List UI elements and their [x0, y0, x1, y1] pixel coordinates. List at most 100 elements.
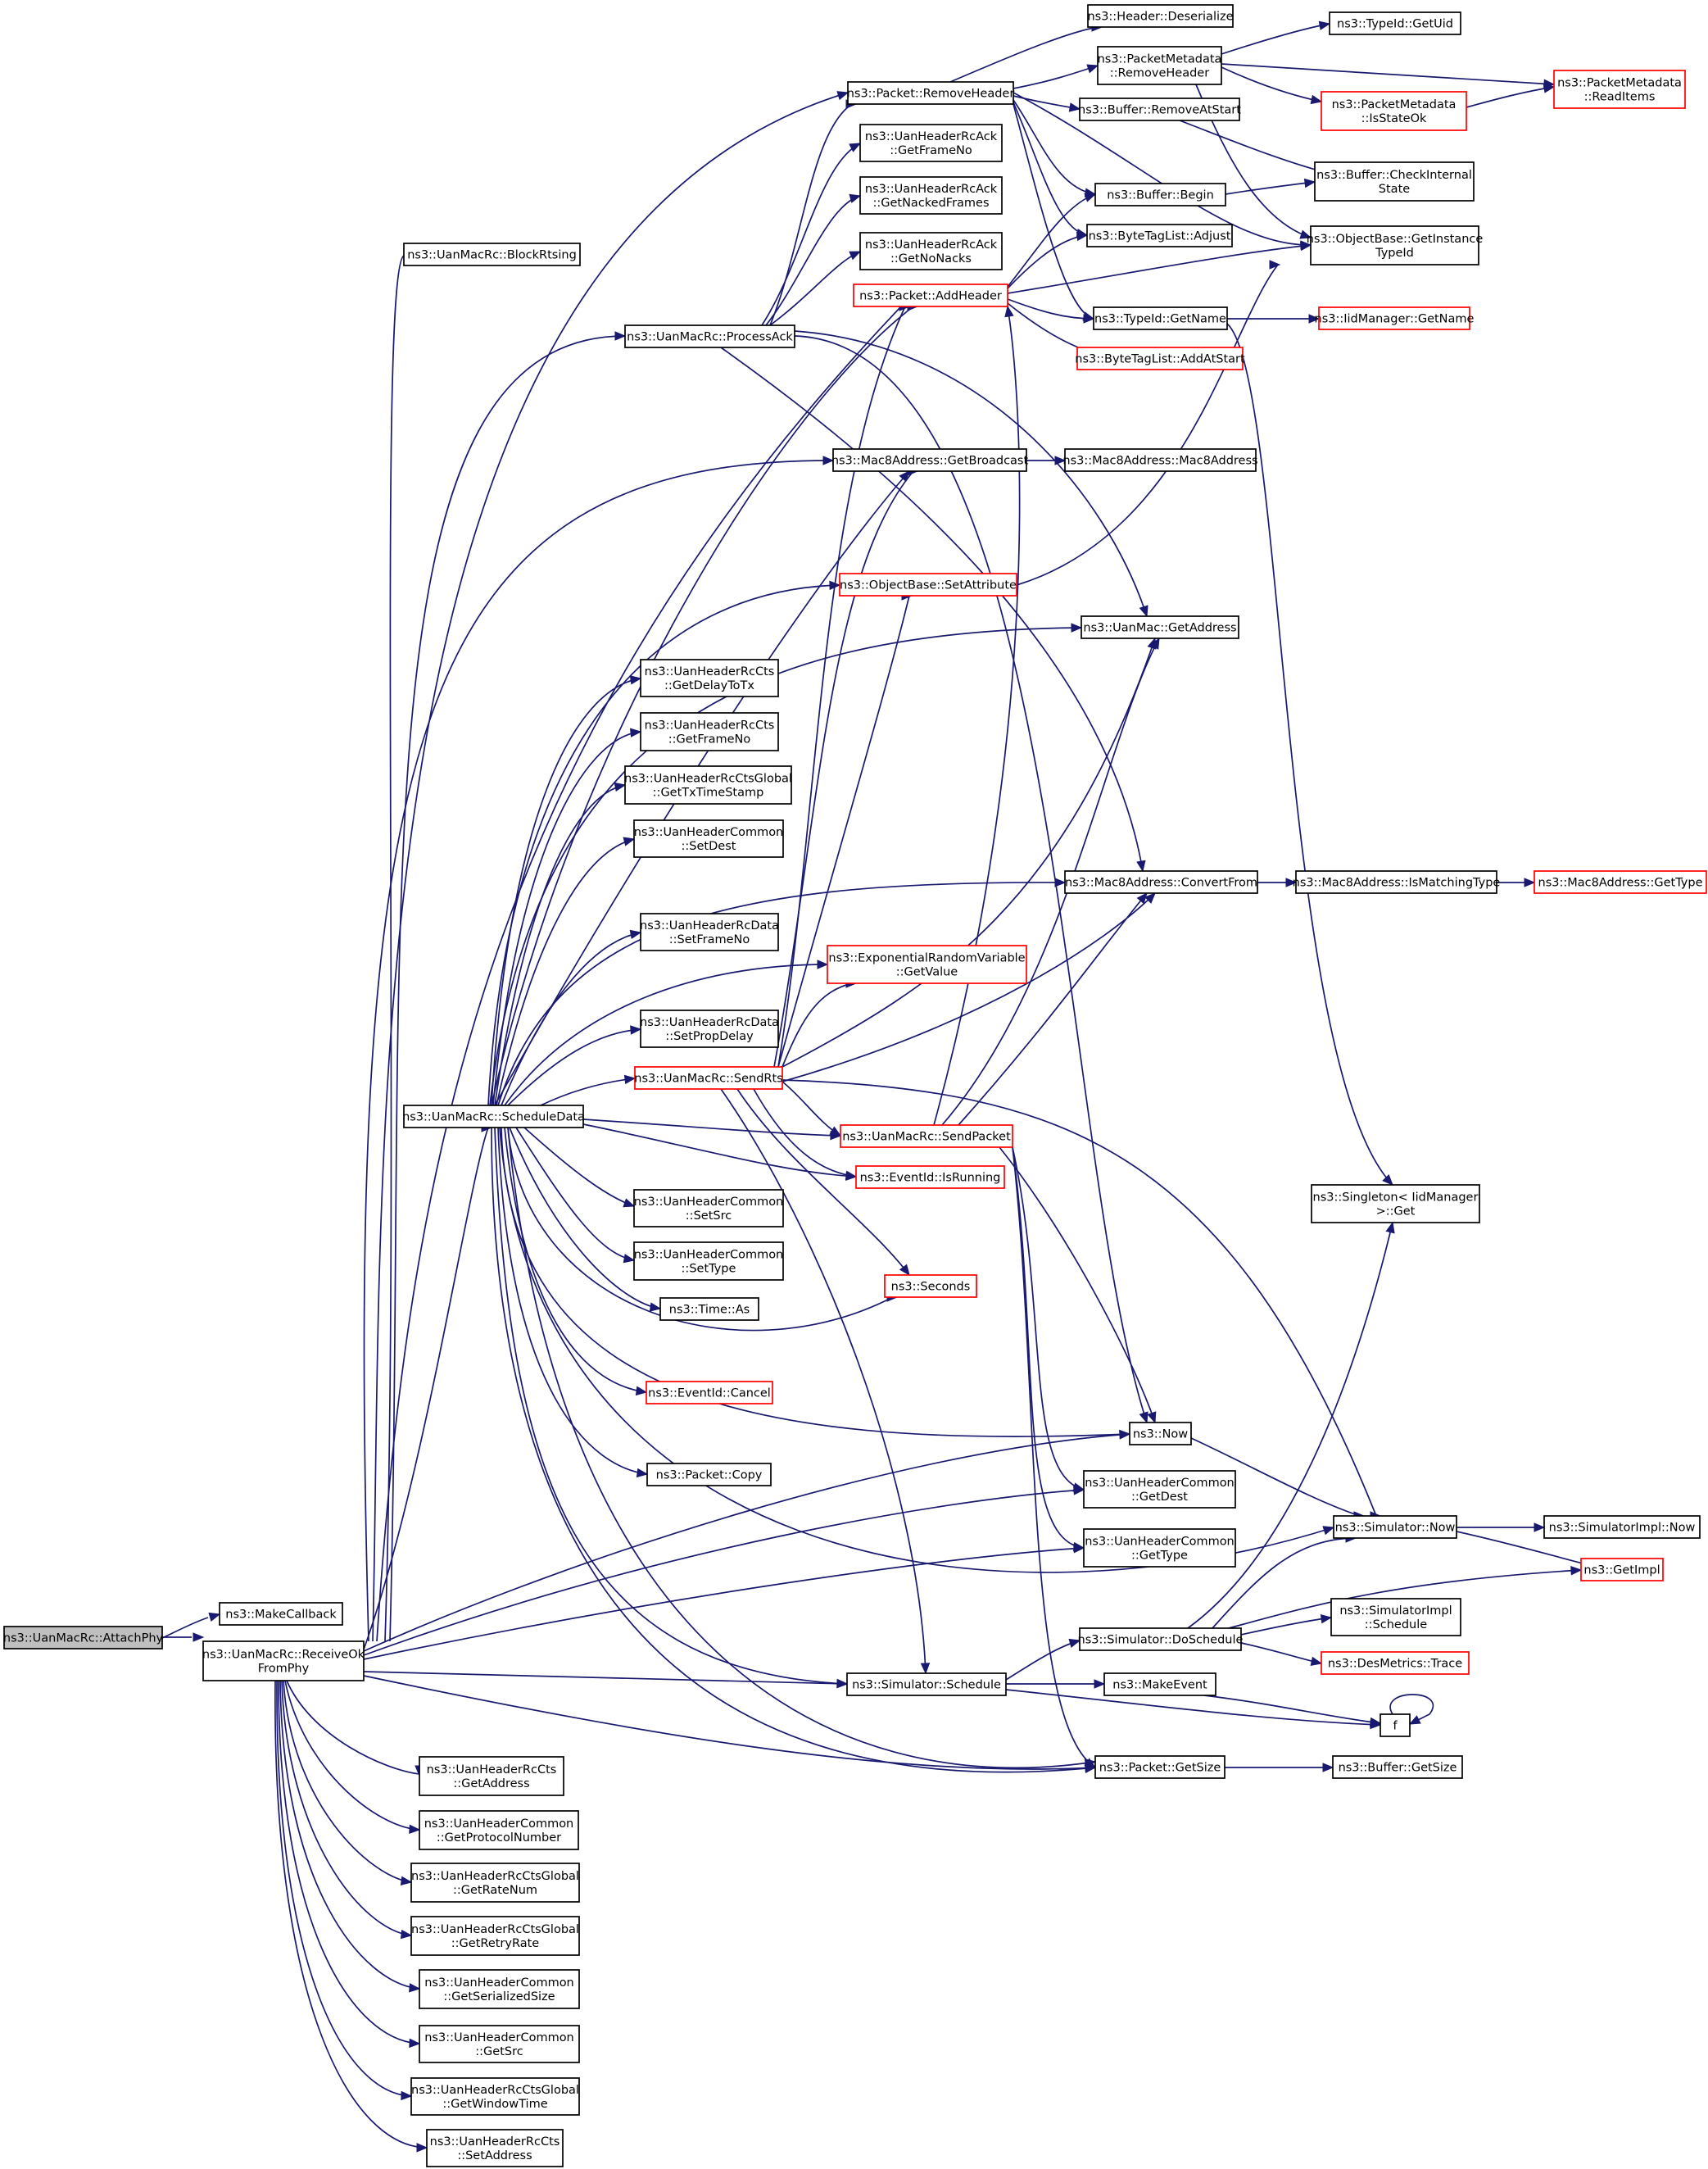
node-pm-read-items[interactable]: ns3::PacketMetadata::ReadItems: [1553, 70, 1686, 109]
arrowhead: [1054, 878, 1067, 887]
node-packet-get-size[interactable]: ns3::Packet::GetSize: [1094, 1755, 1226, 1779]
node-box: [1329, 11, 1461, 35]
edge-schedule_data-to-common_set_src: [523, 1127, 636, 1208]
node-bytetag-adjust[interactable]: ns3::ByteTagList::Adjust: [1086, 224, 1233, 247]
node-block-rtsing[interactable]: ns3::UanMacRc::BlockRtsing: [403, 243, 581, 266]
node-mac8-is-matching-type[interactable]: ns3::Mac8Address::IsMatchingType: [1293, 870, 1501, 894]
arrowhead: [1086, 64, 1099, 74]
node-ack-get-nacked-frames[interactable]: ns3::UanHeaderRcAck::GetNackedFrames: [859, 176, 1003, 215]
node-simulator-schedule[interactable]: ns3::Simulator::Schedule: [846, 1672, 1007, 1696]
arrowhead: [649, 1302, 662, 1312]
node-sim-do-schedule[interactable]: ns3::Simulator::DoSchedule: [1078, 1627, 1244, 1651]
node-cts-get-address[interactable]: ns3::UanHeaderRcCts::GetAddress: [419, 1756, 564, 1796]
node-box: [219, 1602, 343, 1626]
node-get-impl[interactable]: ns3::GetImpl: [1580, 1558, 1664, 1581]
arrowhead: [849, 193, 862, 203]
node-buffer-begin[interactable]: ns3::Buffer::Begin: [1094, 183, 1226, 206]
node-box: [855, 1165, 1005, 1189]
node-send-rts[interactable]: ns3::UanMacRc::SendRts: [634, 1066, 783, 1090]
node-cts-set-address[interactable]: ns3::UanHeaderRcCts::SetAddress: [426, 2129, 564, 2167]
node-attach-phy[interactable]: ns3::UanMacRc::AttachPhy: [3, 1626, 164, 1649]
edge-packet_add_header-to-typeid_get_name: [1007, 298, 1095, 324]
node-common-get-protocol-number[interactable]: ns3::UanHeaderCommon::GetProtocolNumber: [419, 1810, 579, 1850]
arrowhead: [623, 1074, 637, 1085]
node-send-packet[interactable]: ns3::UanMacRc::SendPacket: [840, 1124, 1013, 1148]
node-common-get-serialized-size[interactable]: ns3::UanHeaderCommon::GetSerializedSize: [419, 1969, 580, 2009]
edge-packet_remove_header-to-bytetag_adjust: [1013, 102, 1089, 238]
node-common-set-src[interactable]: ns3::UanHeaderCommon::SetSrc: [633, 1189, 784, 1227]
node-schedule-data[interactable]: ns3::UanMacRc::ScheduleData: [402, 1105, 585, 1128]
node-mac8-ctor[interactable]: ns3::Mac8Address::Mac8Address: [1062, 448, 1258, 472]
arrowhead: [1136, 892, 1148, 905]
node-pm-remove-header[interactable]: ns3::PacketMetadata::RemoveHeader: [1097, 46, 1222, 85]
node-bytetag-add-at-start[interactable]: ns3::ByteTagList::AddAtStart: [1075, 347, 1245, 370]
node-object-set-attribute[interactable]: ns3::ObjectBase::SetAttribute: [839, 573, 1017, 597]
node-cts-get-delay-to-tx[interactable]: ns3::UanHeaderRcCts::GetDelayToTx: [640, 659, 779, 697]
node-ctsg-get-window-time[interactable]: ns3::UanHeaderRcCtsGlobal::GetWindowTime: [410, 2077, 580, 2116]
node-now[interactable]: ns3::Now: [1129, 1422, 1192, 1445]
node-cts-get-frame-no[interactable]: ns3::UanHeaderRcCts::GetFrameNo: [640, 712, 779, 751]
node-label: ns3::UanMacRc::ProcessAck: [627, 331, 793, 344]
node-common-get-type[interactable]: ns3::UanHeaderCommon::GetType: [1083, 1528, 1236, 1568]
edge-receive_ok_from_phy-to-block_rtsing: [384, 249, 418, 1642]
node-typeid-get-name[interactable]: ns3::TypeId::GetName: [1093, 306, 1228, 330]
node-sim-impl-now[interactable]: ns3::SimulatorImpl::Now: [1543, 1515, 1701, 1539]
node-uanmac-get-address[interactable]: ns3::UanMac::GetAddress: [1081, 615, 1239, 639]
node-typeid-get-uid[interactable]: ns3::TypeId::GetUid: [1329, 11, 1461, 35]
arrowhead: [1299, 229, 1312, 239]
node-simulator-now[interactable]: ns3::Simulator::Now: [1333, 1515, 1457, 1539]
node-f[interactable]: f: [1380, 1713, 1411, 1737]
node-buffer-get-size[interactable]: ns3::Buffer::GetSize: [1332, 1755, 1463, 1779]
node-label: ns3::Buffer::GetSize: [1339, 1762, 1457, 1775]
node-mac8-get-type[interactable]: ns3::Mac8Address::GetType: [1534, 870, 1707, 894]
node-packet-remove-header[interactable]: ns3::Packet::RemoveHeader: [847, 81, 1015, 105]
node-box: [403, 243, 581, 266]
node-ack-get-frame-no[interactable]: ns3::UanHeaderRcAck::GetFrameNo: [859, 124, 1003, 162]
node-seconds[interactable]: ns3::Seconds: [884, 1274, 977, 1298]
node-label: ns3::ByteTagList::AddAtStart: [1075, 353, 1245, 366]
edge-send_rts-to-send_packet: [782, 1081, 842, 1137]
node-box: [1086, 224, 1233, 247]
call-edges: [161, 20, 1595, 2153]
node-event-cancel[interactable]: ns3::EventId::Cancel: [646, 1381, 773, 1404]
node-mac8-convert-from[interactable]: ns3::Mac8Address::ConvertFrom: [1064, 870, 1258, 894]
node-ack-get-no-nacks[interactable]: ns3::UanHeaderRcAck::GetNoNacks: [859, 232, 1003, 270]
node-data-set-prop-delay[interactable]: ns3::UanHeaderRcData::SetPropDelay: [640, 1010, 779, 1048]
node-process-ack[interactable]: ns3::UanMacRc::ProcessAck: [624, 324, 795, 348]
node-pm-is-state-ok[interactable]: ns3::PacketMetadata::IsStateOk: [1321, 91, 1467, 131]
node-header-deserialize[interactable]: ns3::Header::Deserialize: [1087, 4, 1234, 28]
node-ctsg-get-rate-num[interactable]: ns3::UanHeaderRcCtsGlobal::GetRateNum: [410, 1863, 580, 1903]
node-sim-impl-schedule[interactable]: ns3::SimulatorImpl::Schedule: [1330, 1598, 1461, 1636]
node-box: [419, 1810, 579, 1850]
node-ctsg-get-retry-rate[interactable]: ns3::UanHeaderRcCtsGlobal::GetRetryRate: [410, 1916, 580, 1956]
node-event-is-running[interactable]: ns3::EventId::IsRunning: [855, 1165, 1005, 1189]
node-box: [633, 1189, 784, 1227]
node-iid-get-name[interactable]: ns3::IidManager::GetName: [1315, 306, 1475, 330]
node-packet-add-header[interactable]: ns3::Packet::AddHeader: [853, 284, 1008, 307]
node-ctsg-get-tx-time-stamp[interactable]: ns3::UanHeaderRcCtsGlobal::GetTxTimeStam…: [624, 765, 792, 805]
node-make-callback[interactable]: ns3::MakeCallback: [219, 1602, 343, 1626]
node-time-as[interactable]: ns3::Time::As: [659, 1297, 759, 1321]
node-exp-rv-get-value[interactable]: ns3::ExponentialRandomVariable::GetValue: [827, 945, 1027, 984]
node-des-metrics-trace[interactable]: ns3::DesMetrics::Trace: [1321, 1651, 1470, 1675]
edge-schedule_data-to-packet_copy: [497, 1127, 649, 1478]
node-common-set-dest[interactable]: ns3::UanHeaderCommon::SetDest: [633, 819, 784, 858]
node-label: ::GetAddress: [453, 1777, 529, 1790]
node-box: [853, 284, 1008, 307]
node-common-set-type[interactable]: ns3::UanHeaderCommon::SetType: [633, 1241, 784, 1281]
edge-schedule_data-to-ctsg_get_tx_time_stamp: [494, 782, 627, 1106]
node-singleton-get[interactable]: ns3::Singleton< IidManager >::Get: [1311, 1184, 1480, 1223]
arrowhead: [836, 1678, 849, 1689]
node-packet-copy[interactable]: ns3::Packet::Copy: [646, 1463, 772, 1486]
node-common-get-dest[interactable]: ns3::UanHeaderCommon::GetDest: [1083, 1470, 1236, 1509]
edge-buffer_begin-to-buffer_check_internal_state: [1225, 178, 1316, 195]
node-make-event[interactable]: ns3::MakeEvent: [1103, 1672, 1216, 1696]
node-label: ns3::UanMacRc::BlockRtsing: [407, 249, 577, 262]
node-buffer-remove-at-start[interactable]: ns3::Buffer::RemoveAtStart: [1078, 98, 1241, 121]
node-mac8-get-broadcast[interactable]: ns3::Mac8Address::GetBroadcast: [831, 448, 1029, 472]
node-data-set-frame-no[interactable]: ns3::UanHeaderRcData::SetFrameNo: [640, 913, 779, 951]
node-common-get-src[interactable]: ns3::UanHeaderCommon::GetSrc: [419, 2025, 580, 2063]
